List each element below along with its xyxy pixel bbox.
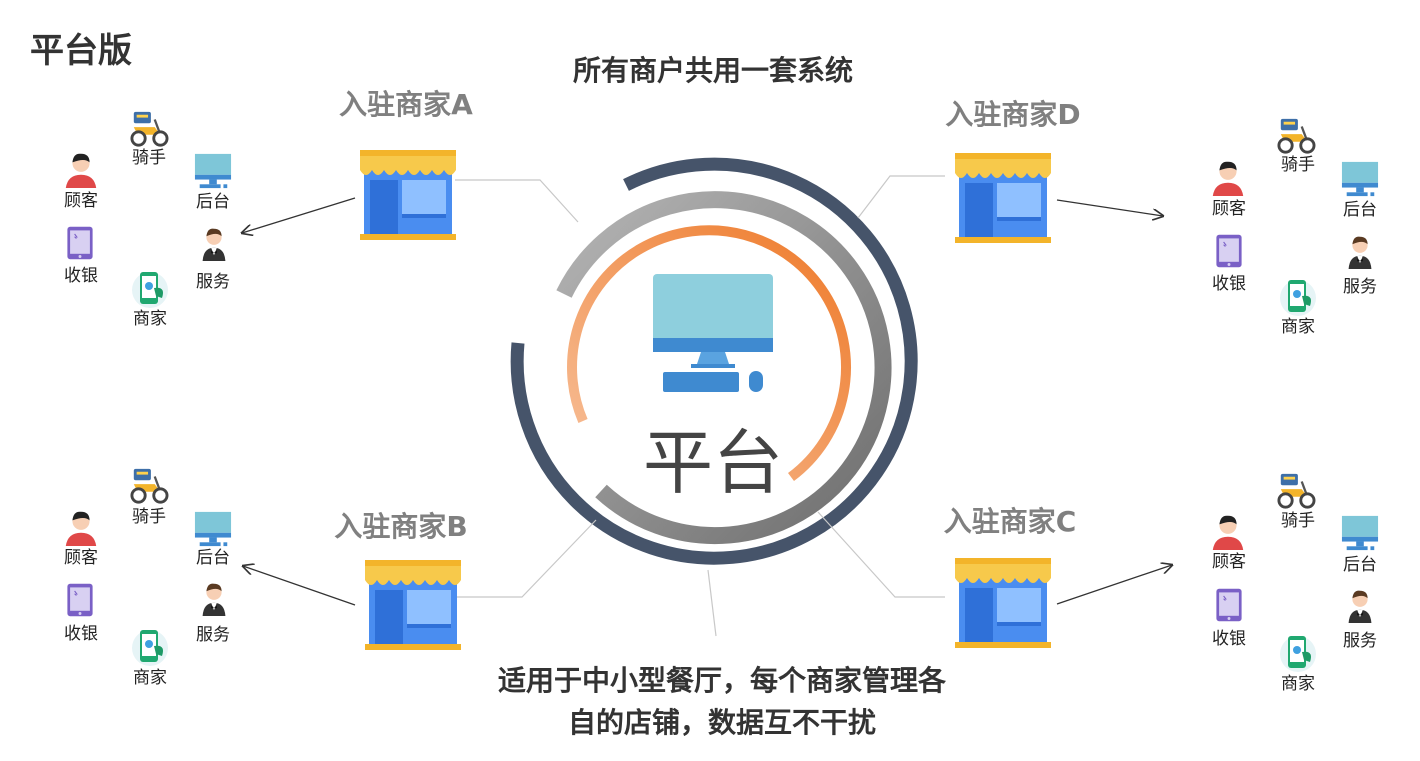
customer-icon bbox=[1212, 161, 1244, 196]
rider-icon bbox=[130, 110, 169, 147]
service-icon bbox=[1348, 590, 1372, 623]
store-icon bbox=[365, 560, 461, 650]
roles-b: 骑手 顾客 后台 收银 服务 商家 bbox=[64, 467, 232, 688]
bottom-caption-line2: 自的店铺，数据互不干扰 bbox=[568, 706, 876, 739]
cashier-icon bbox=[1215, 588, 1243, 622]
customer-icon bbox=[65, 153, 97, 188]
role-label: 后台 bbox=[196, 192, 230, 212]
role-label: 后台 bbox=[196, 548, 230, 568]
rider-icon bbox=[1277, 472, 1316, 509]
arrow bbox=[243, 566, 356, 606]
role-label: 骑手 bbox=[132, 507, 166, 527]
computer-icon bbox=[653, 274, 773, 392]
role-label: 后台 bbox=[1343, 200, 1377, 220]
role-label: 商家 bbox=[133, 668, 167, 688]
customer-icon bbox=[65, 511, 97, 546]
role-label: 顾客 bbox=[1212, 552, 1246, 572]
service-icon bbox=[202, 228, 226, 261]
top-caption: 所有商户共用一套系统 bbox=[573, 54, 853, 87]
bottom-caption-line1: 适用于中小型餐厅，每个商家管理各 bbox=[498, 664, 947, 697]
center-hub: 平台 bbox=[510, 157, 918, 565]
store-icon bbox=[360, 150, 456, 240]
merchant-b: 入驻商家B 骑手 顾客 后台 收银 服务 商家 bbox=[64, 467, 468, 688]
service-icon bbox=[202, 583, 226, 616]
arrow bbox=[242, 197, 356, 233]
backend-icon bbox=[1341, 515, 1379, 551]
role-label: 商家 bbox=[1281, 317, 1315, 337]
role-label: 收银 bbox=[64, 624, 98, 644]
merchant-app-icon bbox=[1280, 280, 1316, 316]
middle-ring bbox=[556, 191, 892, 545]
role-label: 服务 bbox=[1343, 631, 1377, 651]
customer-icon bbox=[1212, 515, 1244, 550]
merchant-c-name: 入驻商家C bbox=[944, 505, 1077, 538]
rider-icon bbox=[130, 467, 169, 504]
cashier-icon bbox=[1215, 234, 1243, 268]
role-label: 收银 bbox=[1212, 629, 1246, 649]
store-icon bbox=[955, 153, 1051, 243]
merchant-app-icon bbox=[1280, 636, 1316, 672]
outer-ring bbox=[510, 157, 918, 565]
role-label: 骑手 bbox=[132, 148, 166, 168]
cashier-icon bbox=[66, 583, 94, 617]
backend-icon bbox=[1341, 161, 1379, 197]
cashier-icon bbox=[66, 226, 94, 260]
role-label: 服务 bbox=[196, 625, 230, 645]
center-label: 平台 bbox=[643, 422, 783, 504]
role-label: 服务 bbox=[196, 272, 230, 292]
role-label: 后台 bbox=[1343, 555, 1377, 575]
service-icon bbox=[1348, 236, 1372, 269]
role-label: 顾客 bbox=[1212, 199, 1246, 219]
store-icon bbox=[955, 558, 1051, 648]
merchant-d-name: 入驻商家D bbox=[945, 98, 1080, 131]
roles-c: 骑手 顾客 后台 收银 服务 商家 bbox=[1212, 472, 1379, 694]
connectors bbox=[455, 175, 945, 637]
roles-d: 骑手 顾客 后台 收银 服务 商家 bbox=[1212, 117, 1379, 337]
role-label: 收银 bbox=[1212, 274, 1246, 294]
page-title: 平台版 bbox=[30, 31, 132, 71]
inner-ring bbox=[567, 225, 852, 481]
role-label: 顾客 bbox=[64, 191, 98, 211]
backend-icon bbox=[194, 153, 232, 189]
merchant-a: 入驻商家A 骑手 顾客 后台 收银 服务 商家 bbox=[64, 88, 473, 329]
role-label: 商家 bbox=[1281, 674, 1315, 694]
role-label: 收银 bbox=[64, 266, 98, 286]
merchant-b-name: 入驻商家B bbox=[334, 510, 467, 543]
arrow bbox=[1056, 199, 1163, 216]
backend-icon bbox=[194, 511, 232, 547]
merchant-d: 入驻商家D 骑手 顾客 后台 收银 服务 商家 bbox=[945, 98, 1379, 337]
merchant-a-name: 入驻商家A bbox=[339, 88, 473, 121]
rider-icon bbox=[1277, 117, 1316, 154]
role-label: 顾客 bbox=[64, 548, 98, 568]
merchant-c: 入驻商家C 骑手 顾客 后台 收银 服务 商家 bbox=[944, 472, 1379, 694]
roles-a: 骑手 顾客 后台 收银 服务 商家 bbox=[64, 110, 232, 329]
arrow bbox=[1056, 565, 1172, 605]
role-label: 骑手 bbox=[1281, 511, 1315, 531]
merchant-app-icon bbox=[132, 630, 168, 666]
merchant-app-icon bbox=[132, 272, 168, 308]
role-label: 骑手 bbox=[1281, 155, 1315, 175]
role-label: 商家 bbox=[133, 309, 167, 329]
role-label: 服务 bbox=[1343, 277, 1377, 297]
